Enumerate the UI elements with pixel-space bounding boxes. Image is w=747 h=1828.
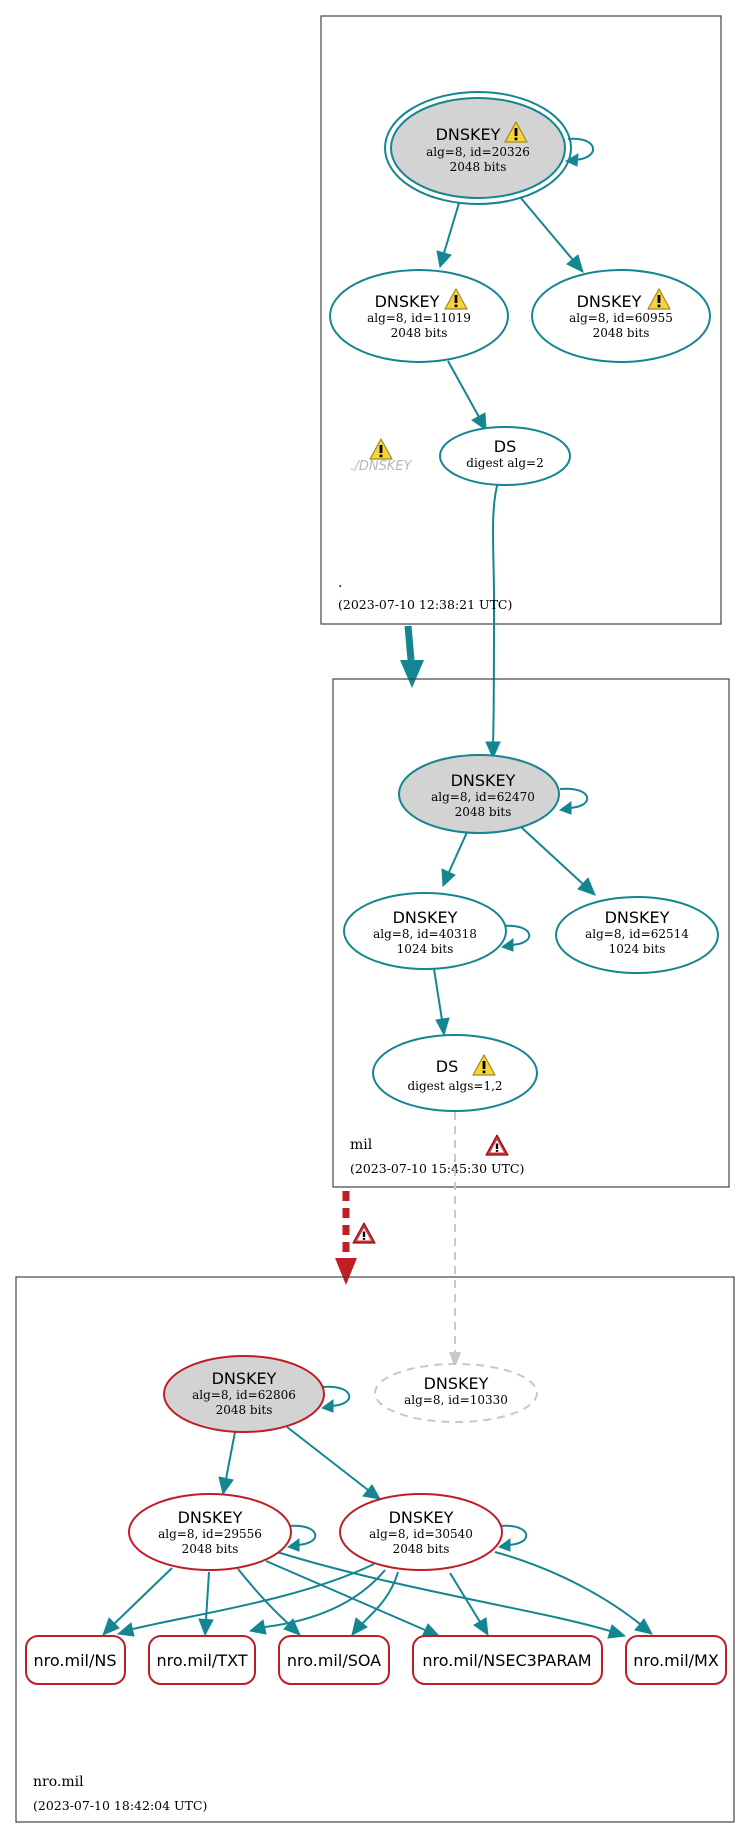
rrset-label: nro.mil/MX [633, 1651, 719, 1670]
rrset-warning-label: ./DNSKEY [350, 459, 412, 474]
node-type-label: DS [436, 1057, 458, 1076]
zone-name-mil: mil [350, 1137, 373, 1153]
node-bits-label: 2048 bits [455, 805, 512, 819]
dnskey-node-root-ksk[interactable]: DNSKEY alg=8, id=20326 2048 bits [384, 91, 572, 205]
node-alg-label: alg=8, id=62514 [585, 927, 689, 941]
dnskey-node-nro-ksk[interactable]: DNSKEY alg=8, id=62806 2048 bits [163, 1355, 325, 1433]
zone-box-root [320, 15, 722, 625]
node-type-label: DNSKEY [436, 125, 501, 144]
node-bits-label: 1024 bits [397, 942, 454, 956]
dnskey-node-mil-zsk-62514[interactable]: DNSKEY alg=8, id=62514 1024 bits [555, 896, 719, 974]
zone-box-nro-mil [15, 1276, 735, 1823]
zone-box-mil [332, 678, 730, 1188]
rrset-node-soa[interactable]: nro.mil/SOA [278, 1635, 390, 1685]
node-bits-label: 2048 bits [593, 326, 650, 340]
node-type-label: DNSKEY [178, 1508, 243, 1527]
dnskey-node-mil-ksk[interactable]: DNSKEY alg=8, id=62470 2048 bits [398, 754, 560, 834]
rrset-label: nro.mil/NS [34, 1651, 117, 1670]
node-bits-label: 2048 bits [216, 1403, 273, 1417]
warning-triangle-icon [369, 438, 393, 460]
node-alg-label: alg=8, id=10330 [404, 1393, 508, 1407]
mil-edges [433, 787, 596, 1037]
node-type-label: DNSKEY [212, 1369, 277, 1388]
delegation-edge-root-mil [400, 625, 424, 688]
node-bits-label: 2048 bits [393, 1542, 450, 1556]
node-alg-label: alg=8, id=11019 [367, 311, 471, 325]
node-alg-label: alg=8, id=29556 [158, 1527, 262, 1541]
zone-timestamp-mil: (2023-07-10 15:45:30 UTC) [350, 1161, 524, 1176]
node-type-label: DS [494, 437, 516, 456]
ds-to-missing-key-edge [449, 1112, 461, 1368]
error-triangle-icon[interactable] [485, 1134, 509, 1156]
node-digest-label: digest algs=1,2 [407, 1079, 502, 1093]
dnskey-node-nro-zsk-29556[interactable]: DNSKEY alg=8, id=29556 2048 bits [128, 1493, 292, 1571]
rrset-node-mx[interactable]: nro.mil/MX [625, 1635, 727, 1685]
node-bits-label: 2048 bits [450, 160, 507, 174]
rrset-node-ns[interactable]: nro.mil/NS [25, 1635, 126, 1685]
zone-timestamp-root: (2023-07-10 12:38:21 UTC) [338, 597, 512, 612]
dnskey-node-root-zsk-60955[interactable]: DNSKEY alg=8, id=60955 2048 bits [531, 269, 711, 363]
ds-node-mil[interactable]: DS digest algs=1,2 [372, 1034, 538, 1112]
error-triangle-icon[interactable] [352, 1222, 376, 1244]
node-alg-label: alg=8, id=62806 [192, 1388, 296, 1402]
node-bits-label: 2048 bits [391, 326, 448, 340]
node-alg-label: alg=8, id=20326 [426, 145, 530, 159]
node-bits-label: 1024 bits [609, 942, 666, 956]
node-type-label: DNSKEY [577, 292, 642, 311]
node-type-label: DNSKEY [389, 1508, 454, 1527]
node-type-label: DNSKEY [375, 292, 440, 311]
zone-name-root: . [338, 575, 342, 591]
delegation-edge-mil-nro [335, 1191, 376, 1285]
node-alg-label: alg=8, id=62470 [431, 790, 535, 804]
rrset-warning-root-dnskey[interactable]: ./DNSKEY [350, 438, 413, 474]
node-type-label: DNSKEY [605, 908, 670, 927]
node-type-label: DNSKEY [393, 908, 458, 927]
root-edges [436, 137, 595, 760]
rrset-label: nro.mil/SOA [287, 1651, 381, 1670]
zone-timestamp-nro-mil: (2023-07-10 18:42:04 UTC) [33, 1798, 207, 1813]
node-type-label: DNSKEY [451, 771, 516, 790]
rrset-label: nro.mil/NSEC3PARAM [422, 1651, 591, 1670]
node-alg-label: alg=8, id=30540 [369, 1527, 473, 1541]
rrset-label: nro.mil/TXT [156, 1651, 247, 1670]
nro-edges [102, 1385, 653, 1639]
dnskey-node-mil-zsk-40318[interactable]: DNSKEY alg=8, id=40318 1024 bits [343, 892, 507, 970]
node-digest-label: digest alg=2 [466, 456, 543, 470]
dnskey-node-nro-missing-10330[interactable]: DNSKEY alg=8, id=10330 [374, 1363, 538, 1423]
dnskey-node-root-zsk-11019[interactable]: DNSKEY alg=8, id=11019 2048 bits [329, 269, 509, 363]
node-alg-label: alg=8, id=40318 [373, 927, 477, 941]
node-type-label: DNSKEY [424, 1374, 489, 1393]
node-bits-label: 2048 bits [182, 1542, 239, 1556]
node-alg-label: alg=8, id=60955 [569, 311, 673, 325]
zone-name-nro-mil: nro.mil [33, 1774, 84, 1790]
dnskey-node-nro-zsk-30540[interactable]: DNSKEY alg=8, id=30540 2048 bits [339, 1493, 503, 1571]
rrset-node-txt[interactable]: nro.mil/TXT [148, 1635, 256, 1685]
rrset-node-nsec3param[interactable]: nro.mil/NSEC3PARAM [412, 1635, 603, 1685]
ds-node-root[interactable]: DS digest alg=2 [439, 426, 571, 486]
